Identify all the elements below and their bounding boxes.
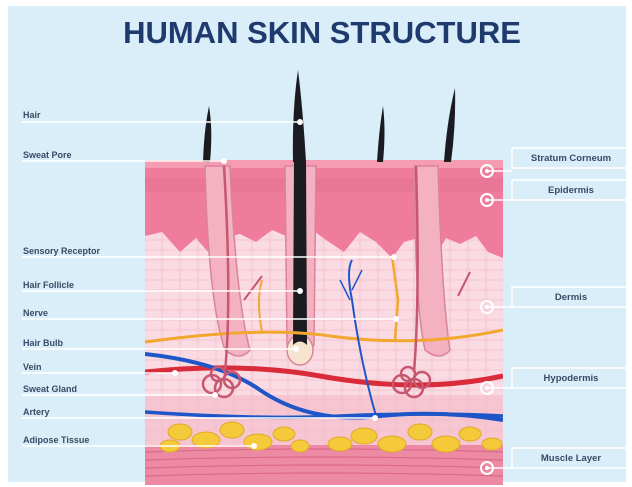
label-artery: Artery (23, 407, 50, 417)
label-sweat-pore: Sweat Pore (23, 150, 72, 160)
page-title: HUMAN SKIN STRUCTURE (123, 15, 521, 50)
label-sensory-receptor: Sensory Receptor (23, 246, 101, 256)
epidermis-layer-shade (145, 178, 503, 192)
label-dermis: Dermis (555, 292, 587, 303)
label-hair: Hair (23, 110, 41, 120)
skin-cross-section (145, 160, 503, 485)
hair-shaft (293, 160, 307, 345)
label-hypodermis: Hypodermis (544, 373, 599, 384)
label-epidermis: Epidermis (548, 185, 594, 196)
label-adipose-tissue: Adipose Tissue (23, 435, 89, 445)
label-vein: Vein (23, 362, 42, 372)
label-muscle-layer: Muscle Layer (541, 453, 601, 464)
label-hair-follicle: Hair Follicle (23, 280, 74, 290)
label-hair-bulb: Hair Bulb (23, 338, 64, 348)
label-stratum-corneum: Stratum Corneum (531, 153, 611, 164)
label-sweat-gland: Sweat Gland (23, 384, 77, 394)
label-nerve: Nerve (23, 308, 48, 318)
